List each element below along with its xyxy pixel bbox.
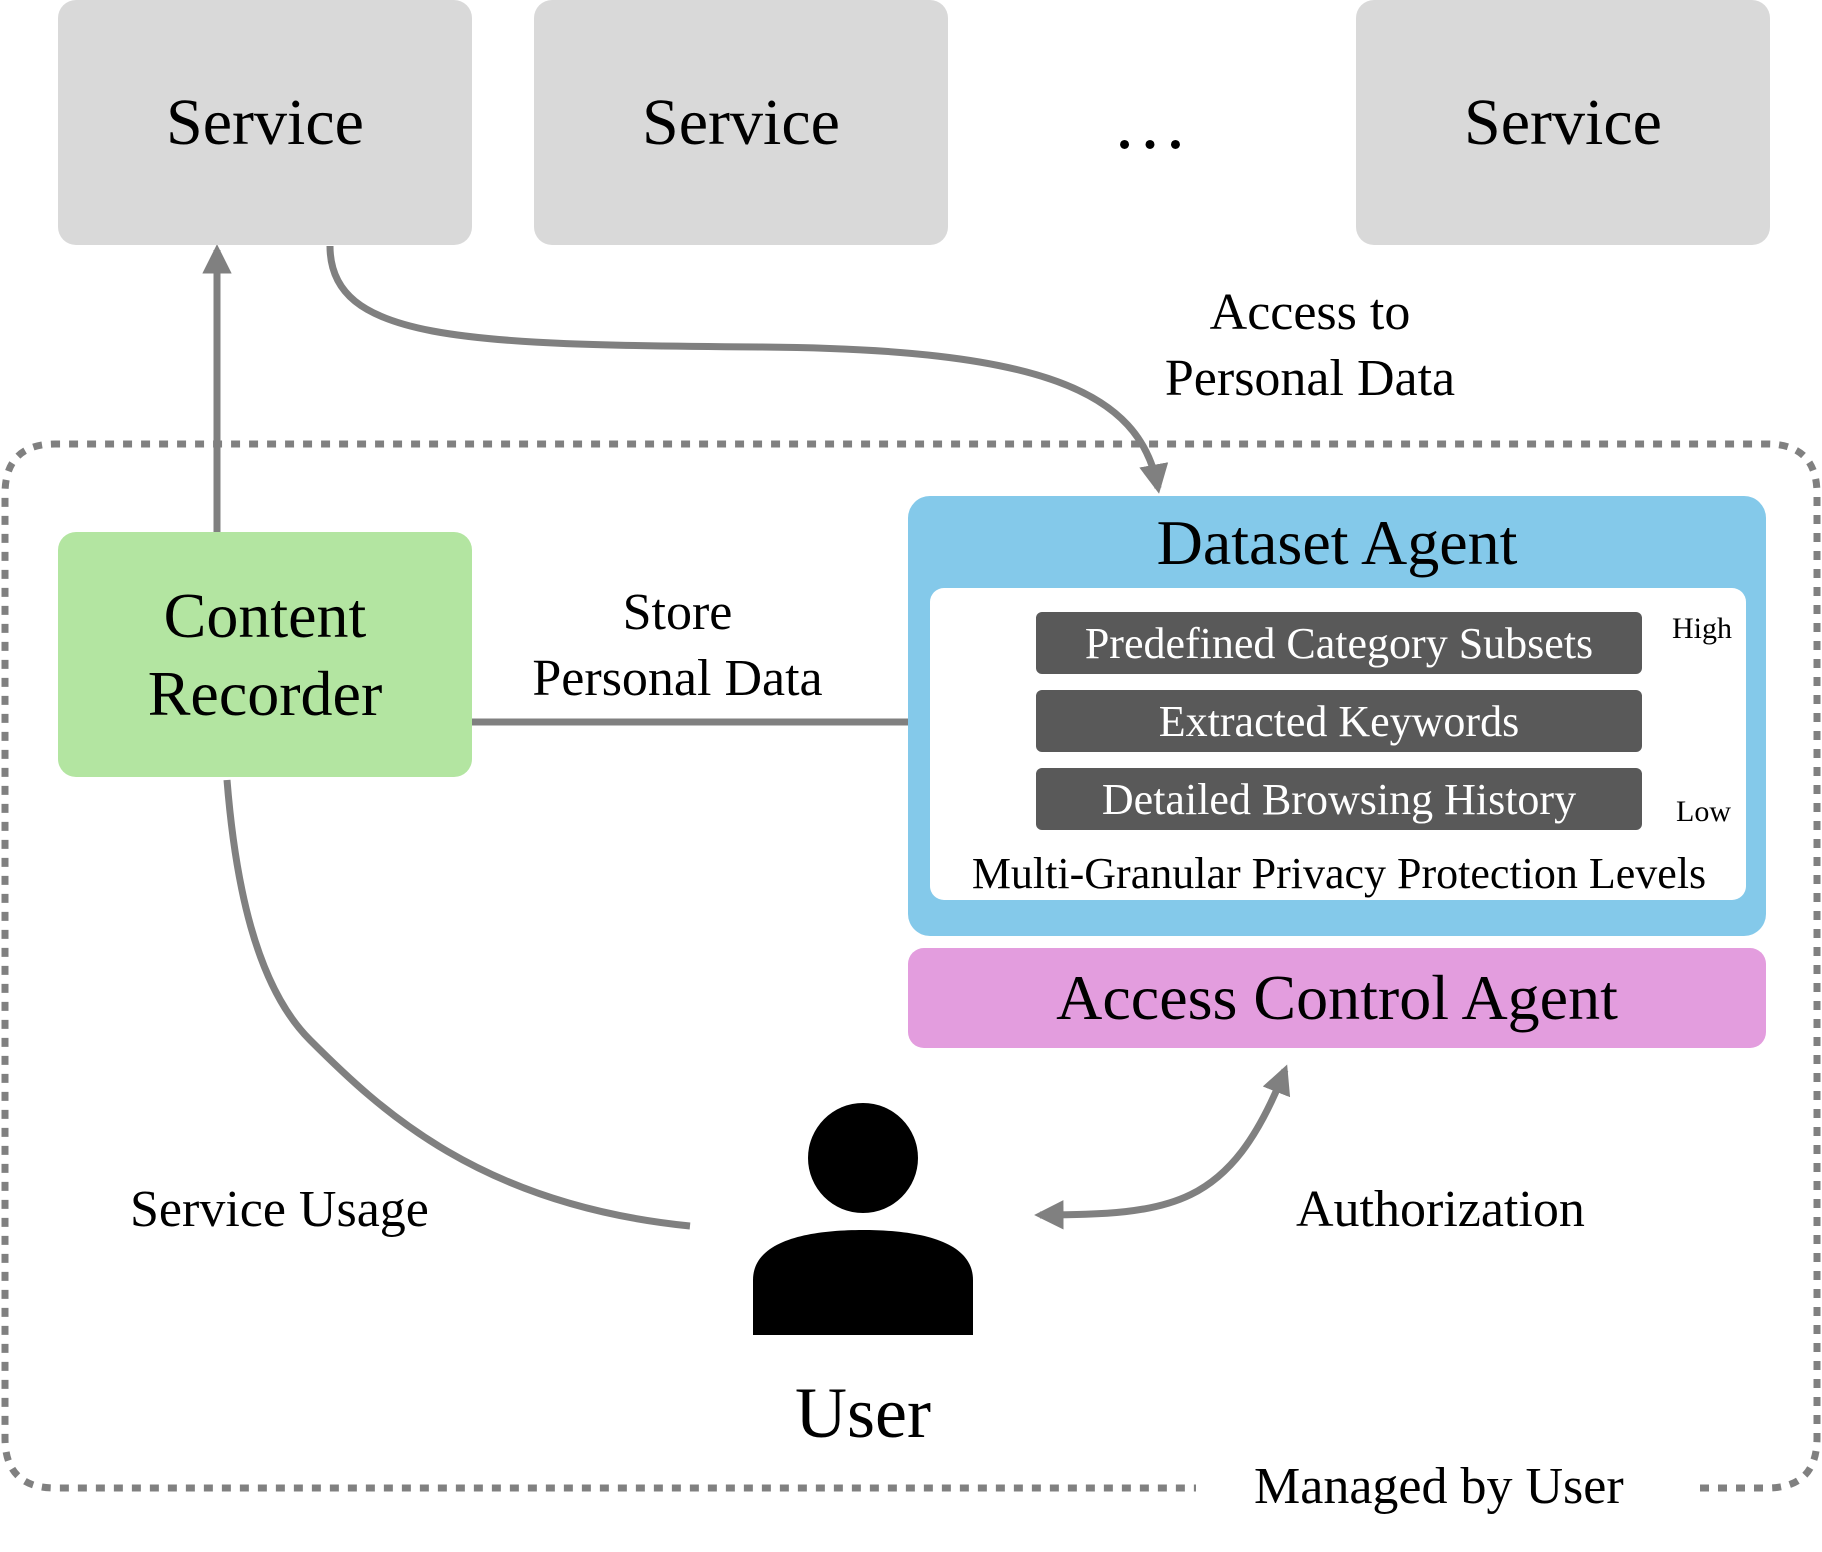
user-label: User (795, 1373, 931, 1453)
scale-low-label: Low (1676, 795, 1731, 828)
store-label-line1: Store (622, 584, 733, 641)
level-extracted-keywords: Extracted Keywords (1036, 690, 1642, 752)
service-box-1: Service (58, 0, 472, 245)
user-icon (753, 1103, 973, 1335)
access-control-agent-title: Access Control Agent (1056, 962, 1618, 1033)
arrow-service-to-dataset-agent (326, 245, 1169, 494)
managed-region-border (1, 440, 1821, 1492)
access-label-line1: Access to (1209, 284, 1411, 341)
services-ellipsis: … (1112, 81, 1188, 165)
level-detailed-browsing-history: Detailed Browsing History (1036, 768, 1642, 830)
authorization-label: Authorization (1296, 1181, 1585, 1238)
access-control-agent-box: Access Control Agent (908, 948, 1766, 1048)
service-box-2: Service (534, 0, 948, 245)
managed-by-user-label: Managed by User (1254, 1458, 1624, 1515)
managed-region-label-gap (1198, 1470, 1698, 1510)
content-recorder-box: Content Recorder (58, 532, 472, 777)
store-label-line2: Personal Data (532, 650, 823, 707)
dataset-agent-title: Dataset Agent (1156, 507, 1518, 578)
access-to-personal-data-label: Access to Personal Data (1110, 280, 1510, 412)
service-label-3: Service (1464, 85, 1662, 159)
access-label-line2: Personal Data (1164, 350, 1456, 407)
content-recorder-line2: Recorder (147, 657, 383, 729)
service-usage-label: Service Usage (130, 1181, 429, 1238)
store-personal-data-label: Store Personal Data (500, 580, 855, 712)
content-recorder-line1: Content (163, 579, 367, 651)
service-box-3: Service (1356, 0, 1770, 245)
level-predefined-category-subsets: Predefined Category Subsets (1036, 612, 1642, 674)
curve-service-usage (223, 779, 691, 1230)
privacy-levels-caption: Multi-Granular Privacy Protection Levels (971, 849, 1707, 898)
level-label-2: Extracted Keywords (1158, 696, 1520, 746)
scale-high-label: High (1672, 612, 1732, 645)
level-label-1: Predefined Category Subsets (1084, 618, 1594, 668)
level-label-3: Detailed Browsing History (1101, 774, 1577, 824)
service-label-1: Service (166, 85, 364, 159)
service-label-2: Service (642, 85, 840, 159)
arrow-authorization (1034, 1064, 1291, 1230)
